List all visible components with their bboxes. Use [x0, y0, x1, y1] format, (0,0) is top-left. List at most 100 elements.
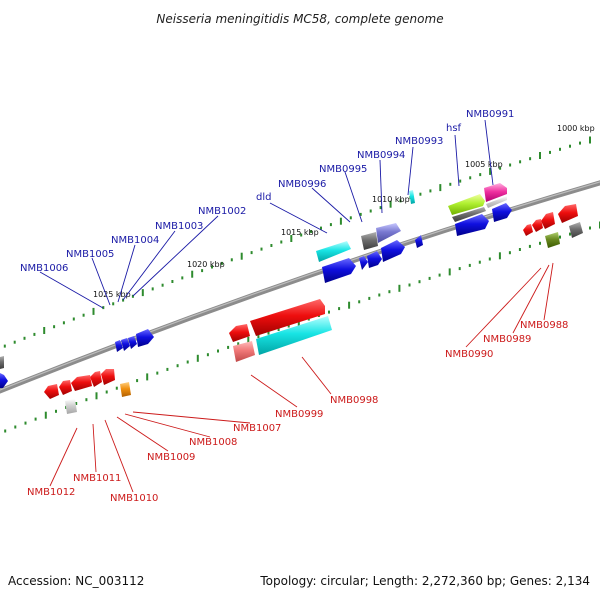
gene-arrow[interactable]	[250, 299, 325, 336]
tick-marks-upper	[3, 136, 591, 348]
tick-mark	[95, 392, 98, 400]
tick-mark	[378, 293, 381, 297]
gene-arrow[interactable]	[361, 232, 378, 250]
tick-mark	[181, 276, 184, 280]
tick-mark	[428, 276, 431, 280]
tick-mark	[488, 257, 491, 261]
gene-arrow[interactable]	[101, 369, 115, 385]
gene-label-forward[interactable]: dld	[256, 192, 271, 203]
gene-arrow[interactable]	[136, 329, 154, 347]
gene-arrow[interactable]	[541, 212, 555, 229]
tick-mark	[14, 425, 17, 429]
gene-arrow[interactable]	[492, 203, 512, 222]
reverse-strand-genes	[44, 204, 583, 414]
gene-label-forward[interactable]: NMB1005	[66, 249, 114, 260]
tick-mark	[399, 199, 402, 203]
gene-arrow[interactable]	[415, 235, 423, 248]
tick-mark	[220, 261, 223, 265]
tick-mark	[136, 379, 139, 383]
gene-label-forward[interactable]: NMB0991	[466, 109, 514, 120]
tick-mark	[13, 340, 16, 344]
gene-arrow[interactable]	[120, 382, 131, 397]
gene-arrow[interactable]	[115, 340, 123, 352]
gene-label-reverse[interactable]: NMB1011	[73, 473, 121, 484]
gene-arrow[interactable]	[65, 399, 77, 414]
gene-arrow[interactable]	[316, 241, 351, 262]
gene-arrow[interactable]	[484, 183, 507, 202]
gene-arrow[interactable]	[455, 214, 489, 236]
gene-arrow[interactable]	[376, 223, 401, 243]
gene-arrow[interactable]	[71, 375, 92, 391]
gene-label-forward[interactable]: NMB1006	[20, 263, 68, 274]
tick-mark	[151, 287, 154, 291]
gene-arrow[interactable]	[233, 341, 255, 362]
tick-mark	[379, 206, 382, 210]
gene-label-forward[interactable]: NMB1004	[111, 235, 159, 246]
gene-arrow[interactable]	[128, 336, 137, 349]
gene-arrow[interactable]	[121, 338, 130, 351]
tick-mark	[82, 313, 85, 317]
gene-label-reverse[interactable]: NMB0990	[445, 349, 493, 360]
gene-arrow[interactable]	[486, 196, 507, 208]
gene-arrow[interactable]	[359, 256, 368, 270]
tick-mark	[191, 270, 194, 278]
tick-mark	[489, 167, 492, 175]
tick-mark	[196, 354, 199, 362]
tick-mark	[297, 319, 300, 326]
gene-arrow[interactable]	[44, 384, 59, 399]
gene-arrow[interactable]	[367, 251, 382, 268]
gene-label-reverse[interactable]: NMB0998	[330, 395, 378, 406]
tick-mark	[146, 373, 149, 381]
gene-label-reverse[interactable]: NMB1007	[233, 423, 281, 434]
tick-mark	[176, 364, 179, 368]
tick-mark	[240, 252, 243, 260]
gene-arrow[interactable]	[569, 222, 583, 238]
gene-arrow[interactable]	[90, 371, 102, 387]
gene-arrow[interactable]	[256, 316, 332, 355]
gene-arrow[interactable]	[0, 356, 4, 369]
gene-label-forward[interactable]: NMB0996	[278, 179, 326, 190]
gene-label-reverse[interactable]: NMB1008	[189, 437, 237, 448]
gene-label-forward[interactable]: NMB0995	[319, 164, 367, 175]
tick-mark	[509, 163, 512, 167]
gene-arrow[interactable]	[322, 258, 356, 283]
gene-arrow[interactable]	[448, 194, 485, 215]
gene-arrow[interactable]	[452, 207, 486, 222]
gene-arrow[interactable]	[0, 373, 8, 388]
gene-label-forward[interactable]: NMB0994	[357, 150, 405, 161]
gene-label-reverse[interactable]: NMB0988	[520, 320, 568, 331]
gene-label-reverse[interactable]: NMB1009	[147, 452, 195, 463]
gene-arrow[interactable]	[532, 219, 543, 232]
tick-mark	[75, 402, 78, 405]
gene-arrow[interactable]	[409, 190, 415, 204]
gene-label-forward[interactable]: NMB0993	[395, 136, 443, 147]
gene-label-reverse[interactable]: NMB0999	[275, 409, 323, 420]
tick-mark	[579, 141, 581, 145]
tick-mark	[328, 310, 330, 314]
tick-mark	[206, 353, 209, 357]
gene-label-reverse[interactable]: NMB1012	[27, 487, 75, 498]
gene-arrow[interactable]	[59, 380, 72, 395]
tick-mark	[23, 336, 26, 340]
gene-label-forward[interactable]: NMB1003	[155, 221, 203, 232]
gene-arrow[interactable]	[381, 240, 405, 262]
tick-mark	[33, 332, 36, 336]
gene-label-reverse[interactable]: NMB1010	[110, 493, 158, 504]
forward-strand-row2	[0, 203, 512, 388]
gene-arrow[interactable]	[545, 232, 560, 248]
tick-mark	[186, 360, 189, 364]
tick-mark	[348, 301, 351, 309]
tick-mark	[569, 232, 571, 236]
tick-label-1025: 1025 kbp	[93, 290, 131, 299]
gene-arrow[interactable]	[558, 204, 578, 223]
tick-mark	[468, 263, 471, 267]
tick-mark	[368, 296, 371, 300]
gene-label-reverse[interactable]: NMB0989	[483, 334, 531, 345]
tick-mark	[478, 260, 481, 264]
gene-arrow[interactable]	[229, 324, 250, 342]
gene-label-forward[interactable]: hsf	[446, 123, 462, 134]
tick-mark	[230, 258, 233, 262]
tick-mark	[85, 398, 88, 402]
gene-arrow[interactable]	[523, 224, 533, 236]
gene-label-forward[interactable]: NMB1002	[198, 206, 246, 217]
